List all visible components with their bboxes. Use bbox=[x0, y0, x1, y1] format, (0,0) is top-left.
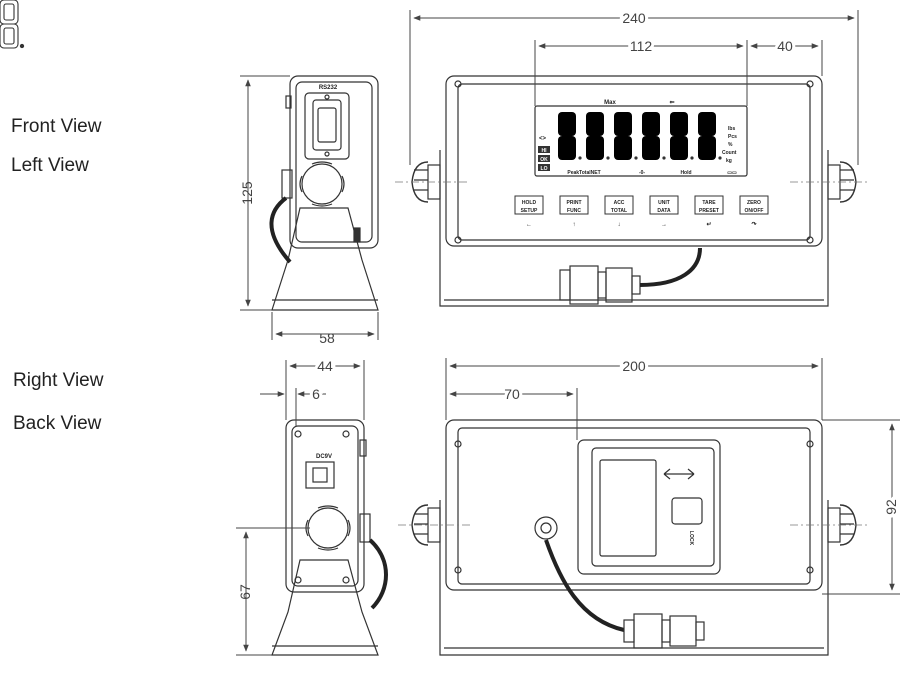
dc-label: DC9V bbox=[316, 454, 332, 460]
key-1-top: HOLD bbox=[522, 200, 537, 206]
back-view bbox=[411, 419, 857, 656]
key-2-arrow: ↑ bbox=[573, 222, 576, 228]
key-5-arrow: ↵ bbox=[706, 222, 711, 228]
seven-segment-digit bbox=[0, 0, 25, 49]
dim-height-front: 125 bbox=[239, 181, 255, 205]
digit-2 bbox=[585, 111, 611, 161]
unit-5: kg bbox=[726, 158, 732, 164]
dim-height-side: 67 bbox=[237, 584, 253, 600]
key-6-bottom: ON/OFF bbox=[745, 208, 764, 214]
key-hold-setup[interactable]: HOLD SETUP ← bbox=[514, 195, 544, 228]
dim-display-width: 112 bbox=[630, 38, 653, 54]
key-tare-preset[interactable]: TARE PRESET ↵ bbox=[694, 195, 724, 228]
display-left-icon: <> bbox=[539, 136, 547, 142]
dim-offset-small-bg: 6 bbox=[312, 386, 320, 402]
key-3-bottom: TOTAL bbox=[611, 208, 627, 214]
dim-display-offset-bg: 40 bbox=[777, 38, 793, 54]
dim-back-width: 200 bbox=[622, 358, 646, 374]
dim-base-depth: 58 bbox=[319, 330, 335, 346]
dim-width-total-bg: 240 bbox=[622, 10, 646, 26]
keypad: HOLD SETUP ← PRINT FUNC ↑ ACC TOTAL ↓ UN… bbox=[514, 195, 769, 228]
status-lo: LO bbox=[541, 166, 548, 172]
key-2-bottom: FUNC bbox=[567, 208, 581, 214]
display-bottom-mid: -0- bbox=[639, 170, 645, 176]
digit-6 bbox=[697, 111, 723, 161]
display-hold: Hold bbox=[680, 170, 691, 176]
display-max-label: Max bbox=[604, 100, 616, 106]
left-view-dimensions bbox=[240, 75, 379, 340]
back-view-dimensions bbox=[445, 358, 900, 595]
dim-width-total: 240 bbox=[622, 10, 646, 26]
right-view bbox=[271, 419, 388, 656]
status-hi: HI bbox=[542, 148, 548, 154]
key-4-arrow: → bbox=[661, 222, 667, 228]
rs232-label: RS232 bbox=[319, 85, 338, 91]
key-1-bottom: SETUP bbox=[521, 208, 538, 214]
unit-list: lbs Pcs % Count kg bbox=[722, 126, 737, 164]
unit-2: Pcs bbox=[728, 134, 737, 140]
dim-offset-small: 6 bbox=[312, 386, 320, 402]
key-unit-data[interactable]: UNIT DATA → bbox=[649, 195, 679, 228]
digit-display bbox=[0, 0, 25, 49]
dim-back-offset-bg: 70 bbox=[504, 386, 520, 402]
view-label-left: Left View bbox=[11, 155, 89, 176]
key-2-top: PRINT bbox=[567, 200, 582, 206]
lock-label: LOCK bbox=[688, 531, 694, 546]
display-bottom-left: PeakTotalNET bbox=[567, 170, 600, 176]
view-label-front: Front View bbox=[11, 116, 102, 137]
key-3-arrow: ↓ bbox=[618, 222, 621, 228]
dim-depth-top-bg: 44 bbox=[317, 358, 333, 374]
status-ok-box bbox=[538, 155, 550, 162]
key-acc-total[interactable]: ACC TOTAL ↓ bbox=[604, 195, 634, 228]
view-label-back: Back View bbox=[13, 413, 102, 434]
left-view bbox=[269, 75, 379, 311]
digit-3 bbox=[613, 111, 639, 161]
front-view bbox=[411, 75, 857, 307]
dim-display-width-bg: 112 bbox=[630, 38, 653, 54]
key-zero-onoff[interactable]: ZERO ON/OFF ↷ bbox=[739, 195, 769, 228]
view-label-right: Right View bbox=[13, 370, 104, 391]
digit-4 bbox=[641, 111, 667, 161]
status-lo-box bbox=[538, 164, 550, 171]
display-bottom-right: ▭▭ bbox=[727, 170, 737, 176]
display-arrow-label: ⇐ bbox=[669, 100, 674, 106]
key-4-top: UNIT bbox=[658, 200, 670, 206]
dim-back-height: 92 bbox=[883, 499, 899, 515]
right-view-dimensions bbox=[236, 360, 365, 656]
dim-back-offset: 70 bbox=[504, 386, 520, 402]
key-3-top: ACC bbox=[614, 200, 625, 206]
dim-back-width-bg: 200 bbox=[622, 358, 646, 374]
unit-1: lbs bbox=[728, 126, 735, 132]
unit-4: Count bbox=[722, 150, 737, 156]
dim-display-offset: 40 bbox=[777, 38, 793, 54]
dim-depth-top: 44 bbox=[317, 358, 333, 374]
front-view-dimensions bbox=[409, 10, 859, 165]
key-print-func[interactable]: PRINT FUNC ↑ bbox=[559, 195, 589, 228]
dim-back-height-bg: 92 bbox=[883, 499, 899, 515]
key-6-arrow: ↷ bbox=[751, 221, 757, 228]
status-ok: OK bbox=[540, 157, 548, 163]
digit-1 bbox=[557, 111, 583, 161]
key-5-top: TARE bbox=[702, 200, 716, 206]
key-1-arrow: ← bbox=[526, 222, 532, 228]
digit-5 bbox=[669, 111, 695, 161]
status-hi-box bbox=[538, 146, 550, 153]
key-6-top: ZERO bbox=[747, 200, 761, 206]
key-4-bottom: DATA bbox=[657, 208, 671, 214]
key-5-bottom: PRESET bbox=[699, 208, 719, 214]
unit-3: % bbox=[728, 142, 733, 148]
digits-row bbox=[557, 111, 723, 161]
